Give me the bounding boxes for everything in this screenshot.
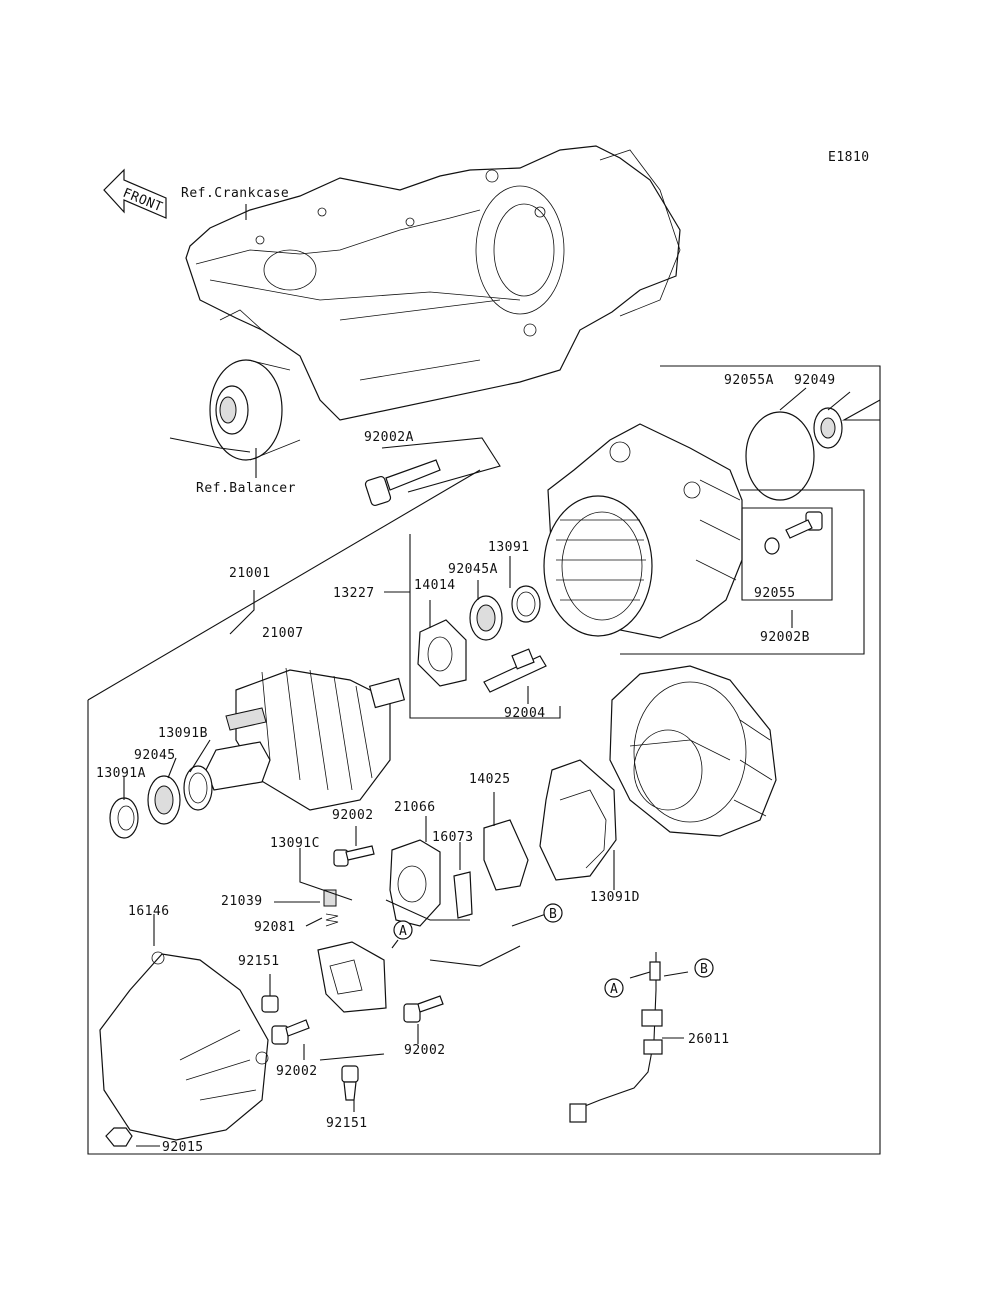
bolt-92151-bottom xyxy=(341,1065,359,1101)
part-label-92045: 92045 xyxy=(134,748,176,763)
brush-cover-13091D xyxy=(539,759,617,881)
connector-a-left: A xyxy=(393,920,413,940)
stud-92004 xyxy=(483,648,547,693)
bearing-92045 xyxy=(147,775,181,825)
part-label-13091C: 13091C xyxy=(270,836,320,851)
leader-lines xyxy=(87,204,881,1155)
holder-13091C xyxy=(317,941,387,1013)
part-label-92049: 92049 xyxy=(794,373,836,388)
connector-a-right-label: A xyxy=(610,982,618,997)
bolt-92002A xyxy=(364,459,441,507)
part-label-92002A: 92002A xyxy=(364,430,414,445)
part-label-92045A: 92045A xyxy=(448,562,498,577)
part-label-92151-top: 92151 xyxy=(238,954,280,969)
connector-a-right: A xyxy=(604,978,624,998)
crankcase-drawing xyxy=(185,145,681,421)
regulator-21066 xyxy=(389,839,441,927)
ref-balancer-label: Ref.Balancer xyxy=(196,481,296,496)
part-label-92081: 92081 xyxy=(254,920,296,935)
diagram-code: E1810 xyxy=(828,150,870,165)
connector-b-left-label: B xyxy=(549,907,557,922)
wire-harness-26011 xyxy=(569,952,663,1123)
connector-b-right: B xyxy=(694,958,714,978)
part-label-26011: 26011 xyxy=(688,1032,730,1047)
bolt-92002-top xyxy=(333,845,375,867)
part-label-92055: 92055 xyxy=(754,586,796,601)
ref-crankcase-label: Ref.Crankcase xyxy=(181,186,289,201)
oring-92055A xyxy=(745,411,815,501)
brush-holder-14025 xyxy=(483,819,529,891)
oring-92055 xyxy=(764,537,780,555)
bearing-holder-14014 xyxy=(417,619,467,687)
part-label-21039: 21039 xyxy=(221,894,263,909)
front-arrow-icon: FRONT xyxy=(103,168,167,219)
part-label-21066: 21066 xyxy=(394,800,436,815)
part-label-16073: 16073 xyxy=(432,830,474,845)
rotor-drawing xyxy=(205,667,406,811)
bolt-92002-right xyxy=(403,995,444,1023)
ring-13091 xyxy=(511,585,541,623)
collar-13091A xyxy=(109,797,139,839)
part-label-92055A: 92055A xyxy=(724,373,774,388)
bolt-92151-top xyxy=(261,995,279,1013)
part-label-13091A: 13091A xyxy=(96,766,146,781)
part-label-92015: 92015 xyxy=(162,1140,204,1155)
brush-16073 xyxy=(453,871,473,919)
part-label-92002-top: 92002 xyxy=(332,808,374,823)
connector-b-right-label: B xyxy=(700,962,708,977)
part-label-16146: 16146 xyxy=(128,904,170,919)
part-label-14025: 14025 xyxy=(469,772,511,787)
part-label-13091B: 13091B xyxy=(158,726,208,741)
generator-housing xyxy=(543,423,743,639)
oil-seal-92049 xyxy=(813,407,843,449)
part-label-92004: 92004 xyxy=(504,706,546,721)
part-label-92151-bottom: 92151 xyxy=(326,1116,368,1131)
part-label-92002-mid: 92002 xyxy=(276,1064,318,1079)
part-label-14014: 14014 xyxy=(414,578,456,593)
generator-cover-16146 xyxy=(99,951,269,1141)
connector-b-left: B xyxy=(543,903,563,923)
balancer-pulley-drawing xyxy=(209,359,301,461)
bolt-92002-mid xyxy=(271,1019,310,1045)
part-label-92002-right: 92002 xyxy=(404,1043,446,1058)
nut-92015 xyxy=(105,1127,133,1147)
part-label-13091: 13091 xyxy=(488,540,530,555)
part-label-21001: 21001 xyxy=(229,566,271,581)
part-label-13091D: 13091D xyxy=(590,890,640,905)
bearing-92045A xyxy=(469,595,503,641)
bolt-92002B xyxy=(785,511,823,539)
part-label-92002B: 92002B xyxy=(760,630,810,645)
generator-rear-cover xyxy=(609,665,777,837)
spring-92081 xyxy=(325,913,339,927)
ring-13091B xyxy=(183,765,213,811)
part-label-21007: 21007 xyxy=(262,626,304,641)
part-label-13227: 13227 xyxy=(333,586,375,601)
connector-a-left-label: A xyxy=(399,924,407,939)
